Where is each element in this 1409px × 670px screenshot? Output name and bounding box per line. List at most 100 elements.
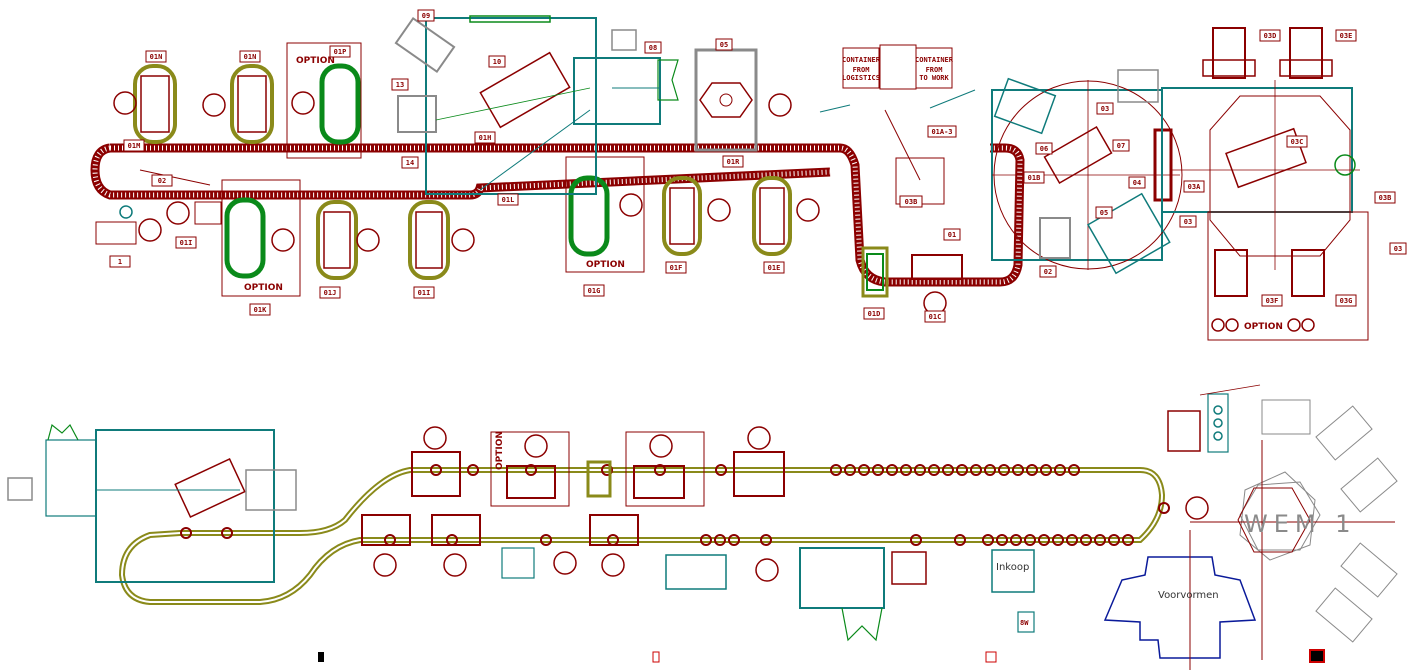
bottom-conveyor [118,467,1166,605]
label-03g: 03G [1335,294,1357,307]
svg-text:01E: 01E [768,264,781,272]
marker-1 [318,652,324,662]
svg-text:03F: 03F [1266,297,1279,305]
bottom-station-8[interactable] [589,514,639,577]
marker-2 [652,651,660,663]
svg-text:02: 02 [1044,268,1052,276]
bottom-station-4-option[interactable] [625,431,705,507]
wem-machine[interactable]: WEM 1 [1190,399,1398,660]
marker-3 [985,651,997,663]
label-03c: 03C [1286,135,1308,148]
svg-text:01I: 01I [180,239,193,247]
svg-text:01: 01 [948,231,956,239]
svg-text:01I: 01I [418,289,431,297]
svg-text:05: 05 [720,41,728,49]
option-label-c: OPTION [586,260,625,270]
label-05b: 05 [1095,206,1113,219]
svg-text:CONTAINER: CONTAINER [842,56,881,64]
svg-text:1: 1 [118,258,122,266]
label-01j: 01J [319,286,341,299]
svg-text:01N: 01N [244,53,257,61]
label-10: 10 [488,55,506,68]
top-labels: 01N 01N 01P OPTION 13 14 09 10 08 05 01H… [109,9,1407,332]
station-01i[interactable] [408,200,475,280]
label-14: 14 [401,156,419,169]
station-01k-option[interactable] [221,179,301,297]
svg-text:03: 03 [1101,105,1109,113]
label-01b-right: 01B [1023,171,1045,184]
top-robot-cells [394,15,679,195]
bottom-station-6[interactable] [361,514,411,577]
station-01n-b[interactable] [202,64,274,144]
label-01e: 01E [763,261,785,274]
svg-text:14: 14 [406,159,414,167]
svg-text:CONTAINER: CONTAINER [915,56,954,64]
label-01p: 01P [329,45,351,58]
label-01m: 01M [123,139,145,152]
station-01n-a[interactable] [113,64,177,144]
label-03d: 03D [1259,29,1281,42]
wem-label: WEM 1 [1244,510,1357,538]
svg-text:05: 05 [1100,209,1108,217]
svg-text:03C: 03C [1291,138,1304,146]
bottom-station-7[interactable] [431,514,481,577]
option-label-a: OPTION [296,56,335,66]
label-03b-right: 03B [1374,191,1396,204]
label-04: 04 [1128,176,1146,189]
station-01f[interactable] [662,176,731,256]
station-01j[interactable] [316,200,380,280]
svg-text:TO WORK: TO WORK [919,74,949,82]
bottom-station-2-option[interactable] [490,431,570,507]
option-label-b: OPTION [244,283,283,293]
svg-text:01P: 01P [334,48,347,56]
svg-text:03E: 03E [1340,32,1353,40]
label-09: 09 [417,9,435,22]
voorvormen-label: Voorvormen [1158,590,1219,601]
svg-text:07: 07 [1117,142,1125,150]
option-label-d: OPTION [1244,322,1283,332]
svg-text:03A: 03A [1188,183,1201,191]
station-01p-option[interactable] [286,42,362,159]
bottom-station-3[interactable] [586,460,612,498]
svg-text:03D: 03D [1264,32,1277,40]
svg-text:03B: 03B [1379,194,1392,202]
station-01e[interactable] [752,176,820,256]
station-01g-option[interactable] [565,156,645,273]
label-01n-b: 01N [239,50,261,63]
top-left-equipment [95,169,222,245]
page-markers [318,649,1325,663]
station-01d[interactable] [861,246,889,298]
svg-text:01G: 01G [588,287,601,295]
press-cell-05[interactable] [694,48,792,152]
label-01k: 01K [249,303,271,316]
svg-text:01H: 01H [479,134,492,142]
bottom-stations: Inkoop 8W OPTION [361,426,1209,642]
bottom-station-5[interactable] [733,426,785,497]
svg-text:FROM: FROM [926,66,943,74]
bottom-station-1[interactable] [411,426,461,497]
svg-text:03: 03 [1394,245,1402,253]
label-01i-b: 01I [413,286,435,299]
label-07: 07 [1112,139,1130,152]
svg-text:01R: 01R [727,158,740,166]
label-03: 03 [1096,102,1114,115]
svg-text:13: 13 [396,81,404,89]
bottom-pallets [180,464,1170,546]
bottom-right-panel [1167,384,1261,453]
voorvormen-area[interactable]: Voorvormen [1103,530,1257,670]
svg-text:09: 09 [422,12,430,20]
top-stations [113,42,963,315]
label-01l: 01L [497,193,519,206]
svg-text:FROM: FROM [853,66,870,74]
label-1: 1 [109,255,131,268]
label-03f: 03F [1261,294,1283,307]
svg-text:01J: 01J [324,289,337,297]
label-06: 06 [1035,142,1053,155]
top-conveyor-loop [90,143,1025,287]
marker-4 [1309,649,1325,663]
svg-text:LOGISTICS: LOGISTICS [842,74,880,82]
label-13: 13 [391,78,409,91]
svg-text:01B: 01B [1028,174,1041,182]
svg-text:01N: 01N [150,53,163,61]
label-03a: 03A [1183,180,1205,193]
